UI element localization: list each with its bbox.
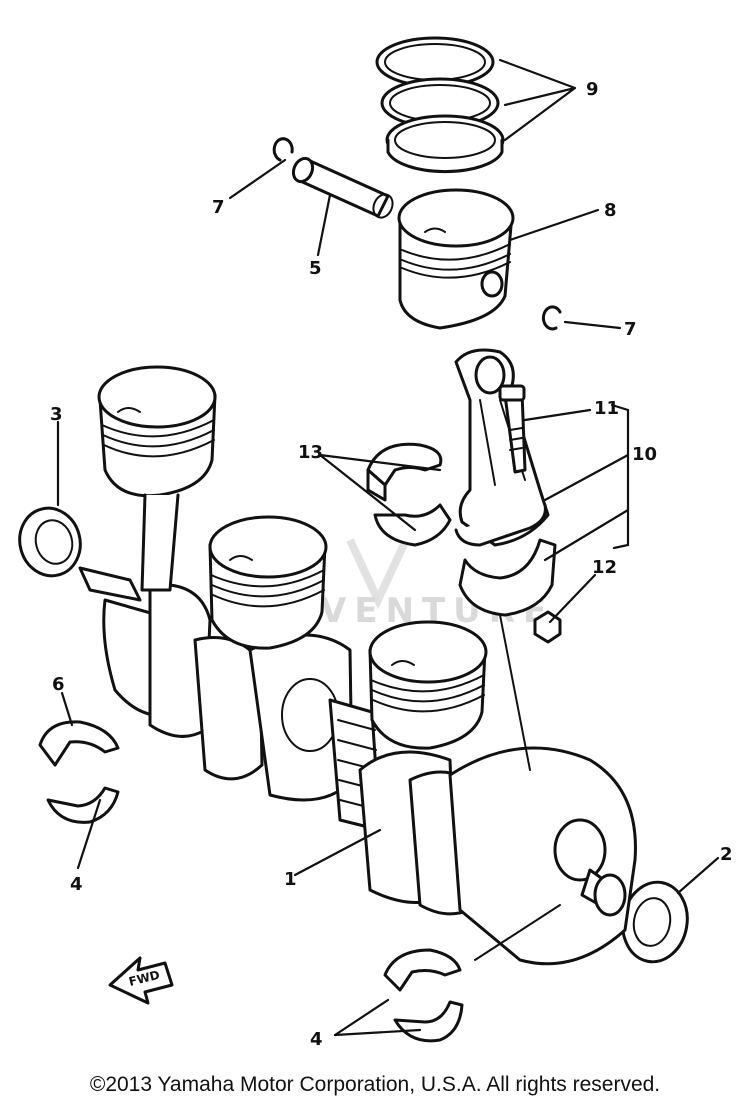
callout-1: 1 xyxy=(284,869,297,890)
rod-bolt xyxy=(498,384,527,474)
callout-13: 13 xyxy=(298,442,323,463)
callouts: 9 8 7 5 7 3 11 10 13 12 6 4 1 2 4 xyxy=(50,79,733,1050)
crankshaft xyxy=(78,566,637,966)
oil-seal-right xyxy=(621,880,689,964)
callout-8: 8 xyxy=(604,200,617,221)
callout-7-lower: 7 xyxy=(624,319,637,340)
piston-assembled-2 xyxy=(208,515,328,650)
piston-single xyxy=(397,188,515,330)
circlip-lower xyxy=(541,305,562,331)
bearing-bottom-4 xyxy=(383,948,464,1043)
callout-5: 5 xyxy=(309,258,322,279)
bearing-upper-13 xyxy=(366,442,452,547)
bearing-left-6 xyxy=(38,720,120,824)
callout-9: 9 xyxy=(586,79,599,100)
piston-assembled-3 xyxy=(368,620,488,750)
piston-pin xyxy=(291,156,394,219)
callout-11: 11 xyxy=(594,398,619,419)
callout-12: 12 xyxy=(592,557,617,578)
fwd-arrow: FWD xyxy=(108,956,174,1005)
circlip-upper xyxy=(272,137,294,162)
callout-2: 2 xyxy=(720,844,733,865)
callout-4-bottom: 4 xyxy=(310,1029,323,1050)
leader-lines xyxy=(56,58,720,1037)
callout-7-upper: 7 xyxy=(212,197,225,218)
copyright-notice: ©2013 Yamaha Motor Corporation, U.S.A. A… xyxy=(89,1073,661,1096)
crankshaft-piston-exploded-view: VENTURE xyxy=(18,36,733,1050)
callout-4-left: 4 xyxy=(70,874,83,895)
callout-3: 3 xyxy=(50,404,63,425)
callout-6: 6 xyxy=(52,674,65,695)
rod-cap xyxy=(458,538,557,617)
callout-10: 10 xyxy=(632,444,657,465)
oil-seal-left xyxy=(18,506,82,578)
piston-assembled-1 xyxy=(97,365,217,592)
piston-rings xyxy=(375,36,505,174)
connecting-rod xyxy=(454,348,550,547)
